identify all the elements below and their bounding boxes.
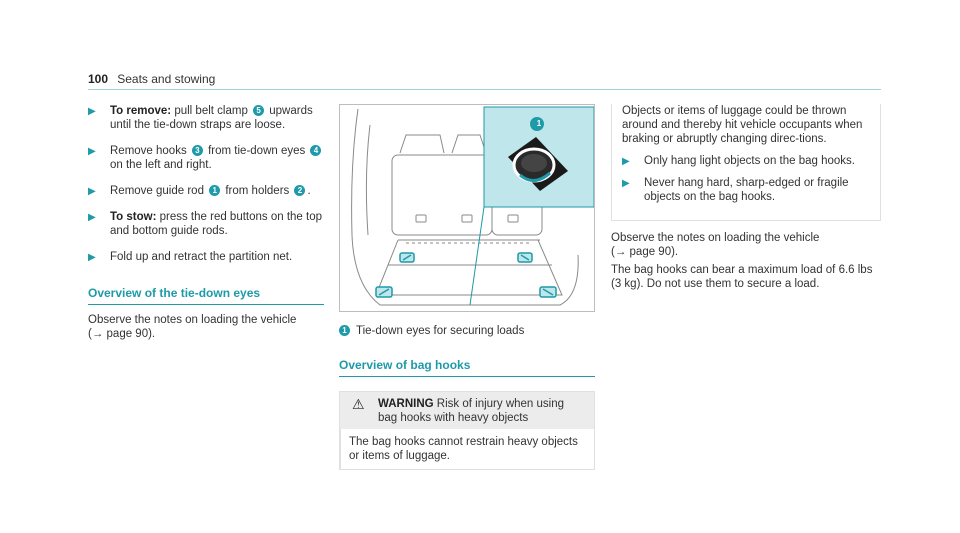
notes-text: Observe the notes on loading the vehicle [611, 232, 820, 244]
step-arrow-icon: ▶ [88, 212, 96, 223]
step-arrow-icon: ▶ [88, 106, 96, 117]
step-text: from tie-down eyes [204, 145, 309, 157]
warning-header: ⚠ WARNING Risk of injury when using bag … [340, 392, 594, 429]
step-text: press the red buttons on the top and bot… [110, 211, 323, 237]
step-text: . [307, 185, 311, 197]
callout-badge: 1 [209, 185, 221, 196]
section-name: Seats and stowing [117, 72, 216, 86]
warning-label: WARNING [378, 398, 434, 410]
step-never-hang: ▶ Never hang hard, sharp-edged or fragil… [622, 176, 870, 204]
step-remove-guide-rod: ▶ Remove guide rod 1 from holders 2. [88, 184, 324, 198]
column-left: ▶ To remove: pull belt clamp 5 upwards u… [88, 104, 324, 341]
bag-hooks-notes: Observe the notes on loading the vehicle… [611, 231, 881, 291]
warning-continuation-box: Objects or items of luggage could be thr… [611, 104, 881, 221]
step-text: Remove hooks [110, 145, 190, 157]
step-arrow-icon: ▶ [88, 252, 96, 263]
step-remove-clamp: ▶ To remove: pull belt clamp 5 upwards u… [88, 104, 324, 132]
caption-text: Tie-down eyes for securing loads [356, 325, 525, 337]
step-arrow-icon: ▶ [622, 156, 630, 167]
step-text: on the left and right. [110, 159, 212, 171]
page-number: 100 [88, 72, 109, 86]
step-light-objects: ▶ Only hang light objects on the bag hoo… [622, 154, 870, 168]
step-text: Only hang light objects on the bag hooks… [644, 155, 855, 167]
step-arrow-icon: ▶ [622, 178, 630, 189]
cargo-area-illustration [351, 106, 594, 306]
callout-badge: 4 [310, 145, 322, 156]
step-text: Never hang hard, sharp-edged or fragile … [644, 177, 849, 203]
step-lead: To remove: [110, 105, 172, 117]
overview-tie-down-heading: Overview of the tie-down eyes [88, 286, 324, 305]
callout-badge: 5 [253, 105, 265, 116]
overview-tie-down-text: Observe the notes on loading the vehicle… [88, 313, 324, 341]
step-text: Remove guide rod [110, 185, 208, 197]
page-reference-link[interactable]: (→ page 90). [88, 328, 156, 340]
page-header: 100 Seats and stowing [88, 72, 881, 90]
step-remove-hooks: ▶ Remove hooks 3 from tie-down eyes 4 on… [88, 144, 324, 172]
column-right: Objects or items of luggage could be thr… [611, 104, 881, 295]
step-arrow-icon: ▶ [88, 186, 96, 197]
bag-hooks-heading: Overview of bag hooks [339, 358, 595, 377]
overview-text: Observe the notes on loading the vehicle [88, 314, 297, 326]
step-fold-up: ▶ Fold up and retract the partition net. [88, 250, 324, 264]
figure-caption: 1 Tie-down eyes for securing loads [339, 324, 595, 338]
caption-badge: 1 [339, 325, 350, 336]
warning-body: The bag hooks cannot restrain heavy obje… [340, 429, 594, 469]
cargo-area-figure: 1 [339, 104, 595, 312]
step-text: from holders [222, 185, 293, 197]
warning-title: Risk of injury when using bag hooks with… [378, 398, 564, 424]
step-text: upwards until the tie-down straps are lo… [110, 105, 313, 131]
page-reference-link[interactable]: (→ page 90). [611, 246, 679, 258]
callout-badge: 2 [294, 185, 306, 196]
step-text: Fold up and retract the partition net. [110, 251, 293, 263]
callout-circle [530, 117, 544, 131]
figure-callout-badge: 1 [536, 119, 542, 128]
warning-triangle-icon: ⚠ [352, 396, 365, 412]
max-load-text: The bag hooks can bear a maximum load of… [611, 264, 873, 290]
warning-continuation-text: Objects or items of luggage could be thr… [622, 105, 863, 145]
step-lead: To stow: [110, 211, 157, 223]
callout-badge: 3 [191, 145, 203, 156]
step-text: pull belt clamp [171, 105, 252, 117]
step-stow: ▶ To stow: press the red buttons on the … [88, 210, 324, 238]
warning-box: ⚠ WARNING Risk of injury when using bag … [339, 391, 595, 470]
step-arrow-icon: ▶ [88, 146, 96, 157]
